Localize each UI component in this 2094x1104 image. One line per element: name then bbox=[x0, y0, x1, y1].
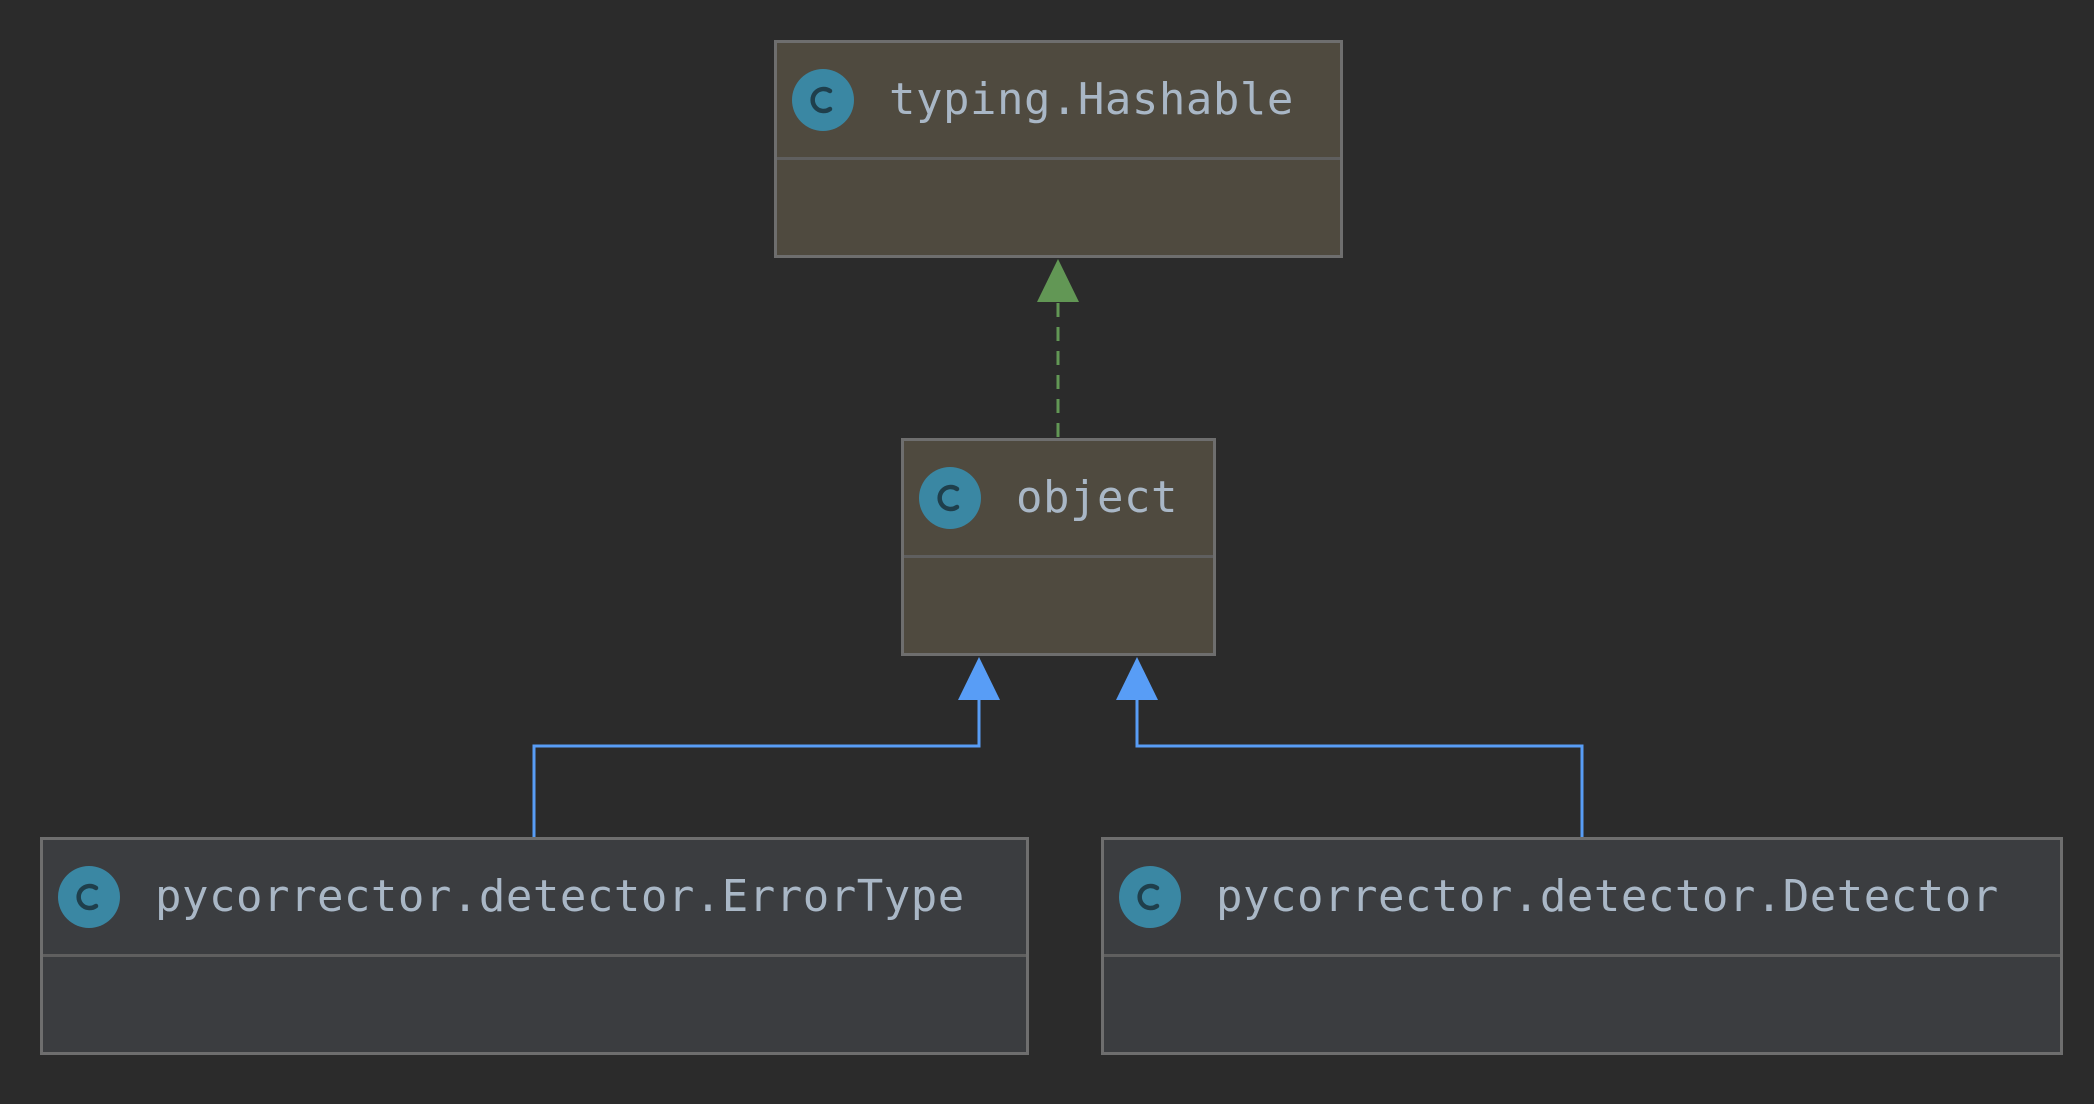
class-node-typing-hashable[interactable]: typing.Hashable bbox=[774, 40, 1343, 258]
class-node-detector[interactable]: pycorrector.detector.Detector bbox=[1101, 837, 2063, 1055]
class-node-header: pycorrector.detector.ErrorType bbox=[43, 840, 1026, 957]
class-node-members bbox=[904, 558, 1213, 653]
class-name: pycorrector.detector.Detector bbox=[1216, 871, 1999, 922]
class-node-errortype[interactable]: pycorrector.detector.ErrorType bbox=[40, 837, 1029, 1055]
class-node-object[interactable]: object bbox=[901, 438, 1216, 656]
class-icon bbox=[1119, 866, 1181, 928]
class-node-header: pycorrector.detector.Detector bbox=[1104, 840, 2060, 957]
class-icon bbox=[919, 467, 981, 529]
edge-errortype-extends-object[interactable] bbox=[532, 657, 1000, 838]
class-node-members bbox=[777, 160, 1340, 255]
class-node-members bbox=[43, 957, 1026, 1052]
class-node-header: typing.Hashable bbox=[777, 43, 1340, 160]
class-node-members bbox=[1104, 957, 2060, 1052]
edge-detector-extends-object[interactable] bbox=[1116, 657, 1584, 838]
class-node-header: object bbox=[904, 441, 1213, 558]
class-icon bbox=[792, 69, 854, 131]
edge-object-implements-hashable[interactable] bbox=[1037, 259, 1079, 437]
class-name: typing.Hashable bbox=[889, 74, 1294, 125]
class-icon bbox=[58, 866, 120, 928]
class-name: object bbox=[1016, 472, 1178, 523]
class-name: pycorrector.detector.ErrorType bbox=[155, 871, 965, 922]
